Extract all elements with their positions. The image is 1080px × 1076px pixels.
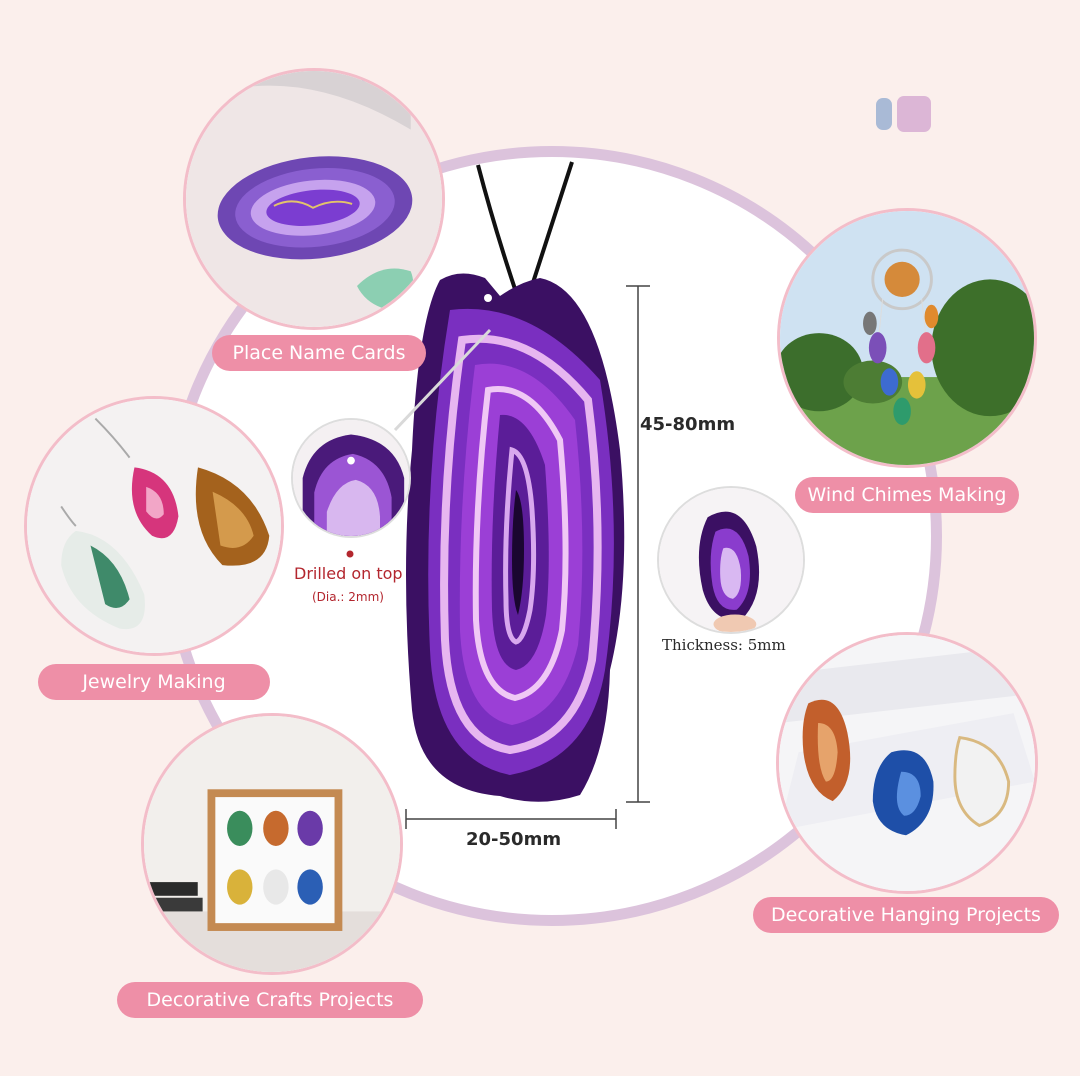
place-name-cards-label: Place Name Cards <box>212 335 426 371</box>
decor-square-blue <box>876 98 892 130</box>
drill-marker-dot <box>346 550 354 558</box>
decorative-hanging-image <box>776 632 1038 894</box>
width-dimension-label: 20-50mm <box>466 829 562 850</box>
jewelry-making-label: Jewelry Making <box>38 664 270 700</box>
wind-chimes-image <box>777 208 1037 468</box>
decorative-hanging-label: Decorative Hanging Projects <box>753 897 1059 933</box>
wind-chimes-label: Wind Chimes Making <box>795 477 1019 513</box>
height-dimension-label: 45-80mm <box>640 414 736 435</box>
drilled-label: Drilled on top <box>294 564 403 583</box>
place-name-cards-image <box>183 68 445 330</box>
width-dimension-line <box>405 809 617 829</box>
thickness-label: Thickness: 5mm <box>662 636 786 654</box>
callout-line <box>393 328 492 432</box>
thickness-zoom <box>657 486 805 634</box>
decorative-crafts-label: Decorative Crafts Projects <box>117 982 423 1018</box>
drilled-hole-zoom <box>291 418 411 538</box>
decor-square-pink <box>897 96 931 132</box>
decorative-crafts-image <box>141 713 403 975</box>
drill-diameter-label: (Dia.: 2mm) <box>312 590 384 604</box>
agate-pendant-image <box>406 161 625 802</box>
jewelry-making-image <box>24 396 284 656</box>
height-dimension-line <box>626 285 650 803</box>
